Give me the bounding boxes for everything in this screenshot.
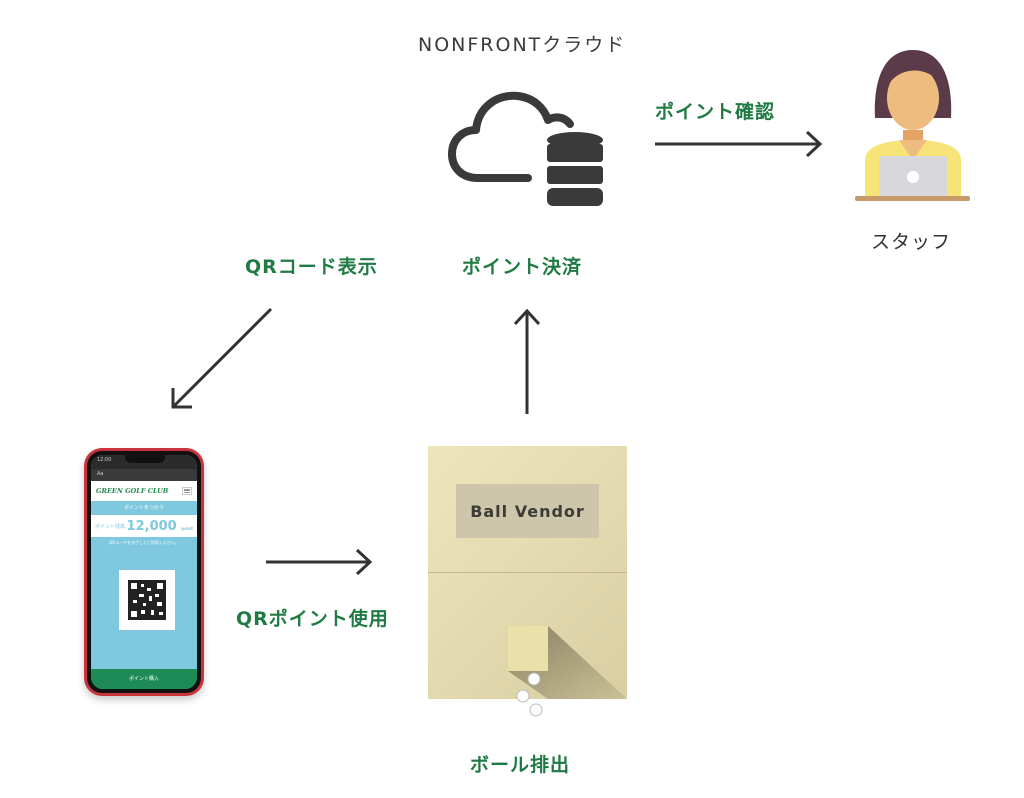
point-balance: ポイント残高 12,000 point — [91, 515, 197, 537]
smartphone: 12:00 Aa GREEN GOLF CLUB ポイントをつかう ポイント残高… — [84, 448, 204, 696]
vendor-sign: Ball Vendor — [456, 484, 599, 538]
arrow-right-icon — [655, 130, 823, 158]
site-header: GREEN GOLF CLUB — [91, 481, 197, 501]
brand-logo: GREEN GOLF CLUB — [96, 487, 169, 495]
arrow-down-left-icon — [171, 307, 273, 409]
cloud-database-icon — [448, 91, 603, 206]
balance-label: ポイント残高 — [95, 523, 126, 530]
ball-dispenser-icon — [508, 626, 627, 717]
phone-screen: 12:00 Aa GREEN GOLF CLUB ポイントをつかう ポイント残高… — [91, 455, 197, 689]
phone-notch — [125, 455, 165, 463]
balance-value: 12,000 — [126, 518, 177, 534]
vendor-divider — [428, 572, 627, 573]
staff-laptop-icon — [855, 50, 970, 201]
arrow-right-icon — [266, 548, 373, 576]
edge-label-point-settlement: ポイント決済 — [462, 256, 583, 278]
qr-hint: QRコードをかざしてご利用ください。 — [109, 540, 179, 545]
edge-label-point-check: ポイント確認 — [655, 101, 776, 123]
arrow-up-icon — [513, 308, 541, 414]
qr-code-icon — [128, 580, 166, 620]
staff-label: スタッフ — [871, 231, 952, 253]
hamburger-menu-icon[interactable] — [182, 487, 192, 495]
use-points-heading: ポイントをつかう — [91, 501, 197, 515]
ball-vendor-machine: Ball Vendor — [428, 446, 627, 717]
buy-points-button[interactable]: ポイント購入 — [91, 669, 197, 689]
cloud-title: NONFRONTクラウド — [418, 34, 627, 56]
qr-code — [119, 570, 175, 630]
balance-unit: point — [181, 525, 193, 531]
url-bar[interactable]: Aa — [91, 469, 197, 481]
edge-label-ball-dispense: ボール排出 — [470, 754, 571, 776]
edge-label-qr-point-use: QRポイント使用 — [236, 608, 389, 630]
edge-label-qr-display: QRコード表示 — [245, 256, 378, 278]
